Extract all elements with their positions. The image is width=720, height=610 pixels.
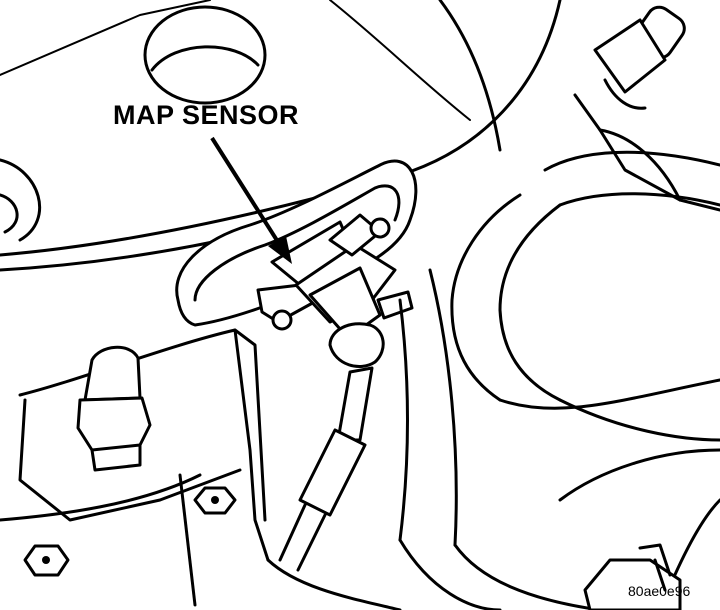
upper-port-opening bbox=[143, 5, 267, 105]
lower-left-bracket bbox=[0, 328, 402, 610]
lower-bolt bbox=[23, 544, 70, 577]
upper-right-sensor bbox=[573, 5, 720, 212]
mounting-stud bbox=[76, 345, 152, 472]
vacuum-hoses bbox=[398, 150, 720, 610]
sensor-wire-harness bbox=[278, 366, 374, 572]
callout-arrow bbox=[210, 136, 292, 264]
figure-id: 80ae0e96 bbox=[628, 583, 691, 599]
map-sensor-flange bbox=[175, 159, 418, 327]
left-housing-curve bbox=[0, 158, 42, 242]
map-sensor-callout-label: MAP SENSOR bbox=[113, 100, 300, 130]
lower-right-connector bbox=[583, 543, 682, 610]
map-sensor-body bbox=[256, 213, 414, 368]
bracket-bolt bbox=[193, 486, 237, 515]
